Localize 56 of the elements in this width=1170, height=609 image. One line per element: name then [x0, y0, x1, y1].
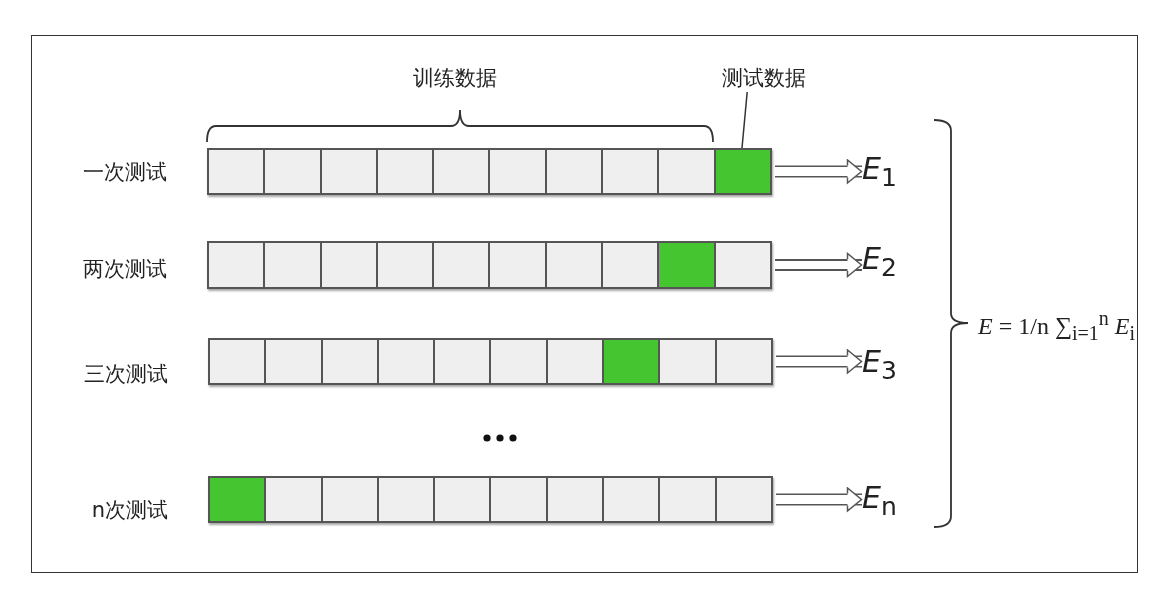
bar-segment: [264, 340, 321, 383]
bar-segment: [544, 243, 602, 287]
bar-segment: [601, 243, 658, 287]
bar-segment: [320, 478, 377, 521]
bar-segment: [433, 340, 490, 383]
highlighted-segment: [210, 478, 265, 521]
math-symbol: E$_{n}$: [862, 478, 897, 526]
bar-segment: [601, 150, 658, 193]
highlighted-segment: [657, 243, 714, 287]
leader-line: [741, 91, 748, 151]
bar-segment: [210, 340, 265, 383]
bar-segment: [319, 150, 376, 193]
bar-segment: [488, 243, 545, 287]
row-label: 三次测试: [84, 360, 168, 388]
bar-segment: [714, 478, 771, 521]
bar-segment: [489, 340, 546, 383]
bar-segment: [320, 340, 377, 383]
bar-segment: [209, 150, 264, 193]
bar-segment: [264, 478, 321, 521]
formula: E = 1/n ∑$_{i=1}$$^{n}$ E$_{i}$: [978, 306, 1136, 346]
highlighted-segment: [713, 150, 770, 193]
bar-segment: [545, 478, 603, 521]
bar-segment: [376, 340, 434, 383]
bar-segment: [488, 150, 545, 193]
math-symbol: E$_{1}$: [862, 149, 897, 197]
block-arrow: [775, 158, 863, 185]
bar-segment: [375, 150, 433, 193]
callout-label: 测试数据: [722, 65, 806, 92]
math-symbol: E$_{2}$: [862, 239, 897, 287]
highlighted-segment: [602, 340, 659, 383]
row-label: 一次测试: [83, 158, 167, 186]
row-label: n次测试: [91, 496, 168, 524]
bar-segment: [602, 478, 659, 521]
bar-segment: [433, 478, 490, 521]
bar-segment: [209, 243, 264, 287]
bar-segment: [658, 340, 715, 383]
block-arrow: [776, 486, 863, 513]
bar-segment: [544, 150, 602, 193]
block-arrow: [776, 348, 863, 375]
bar-segment: [376, 478, 434, 521]
row-label: 两次测试: [83, 256, 167, 283]
bar-segment: [657, 150, 714, 193]
bar-segment: [432, 243, 489, 287]
bar-segment: [263, 150, 320, 193]
math-symbol: E$_{3}$: [862, 342, 897, 390]
bar-segment: [432, 150, 489, 193]
bar-segment: [713, 243, 770, 287]
bar-segment: [489, 478, 546, 521]
brace-label: 训练数据: [413, 65, 497, 92]
bar-segment: [319, 243, 376, 287]
bar-segment: [375, 243, 433, 287]
bar-segment: [714, 340, 771, 383]
bar-segment: [658, 478, 715, 521]
bar-segment: [263, 243, 320, 287]
block-arrow: [775, 252, 863, 278]
bar-segment: [545, 340, 603, 383]
